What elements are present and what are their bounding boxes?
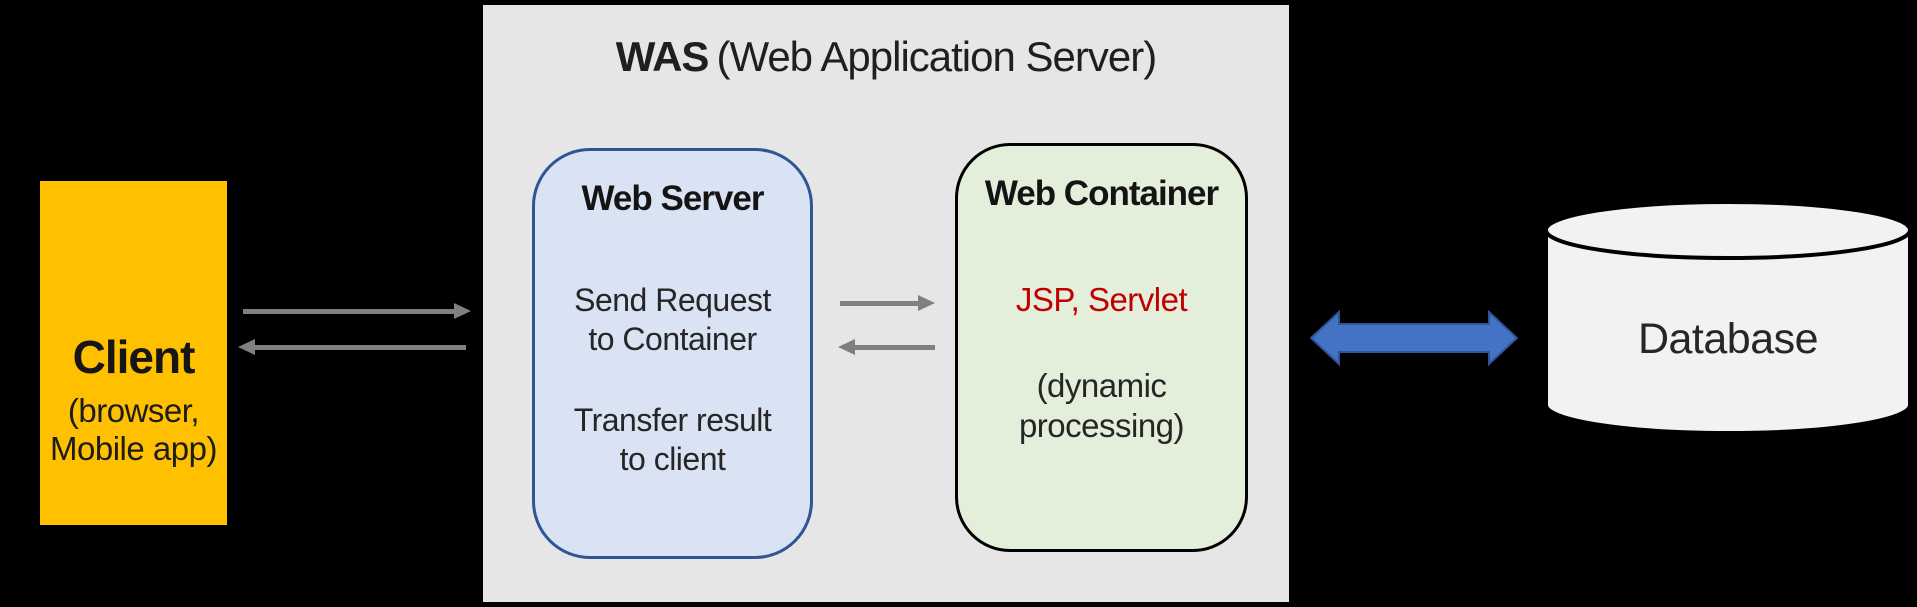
client-subtitle-line2: Mobile app) [50,430,217,468]
arrow-webserver-to-container [840,295,935,312]
arrow-head-left-icon [238,339,255,355]
arrow-shaft [243,309,456,314]
database-label: Database [1637,315,1819,363]
web-container-note: (dynamic processing) [958,366,1245,447]
web-server-node: Web Server Send Request to Container Tra… [532,148,813,559]
arrow-was-database-bidirectional-icon [1310,310,1518,366]
client-node: Client (browser, Mobile app) [40,181,227,525]
web-server-function-1-line2: to Container [588,320,757,357]
arrow-shaft [253,345,466,350]
web-server-function-1: Send Request to Container [535,281,810,359]
web-container-note-line1: (dynamic [1036,367,1167,404]
arrow-shaft [853,345,935,350]
web-server-function-2-line1: Transfer result [573,401,772,438]
arrow-head-right-icon [918,295,935,311]
web-container-technologies: JSP, Servlet [1015,280,1188,318]
arrow-shaft [840,301,920,306]
was-panel: WAS(Web Application Server) Web Server S… [483,5,1289,602]
client-subtitle: (browser, Mobile app) [50,392,217,469]
web-server-function-2-line2: to client [619,440,726,477]
database-cylinder-icon [1544,200,1912,435]
arrow-head-left-icon [838,339,855,355]
web-server-label: Web Server [581,179,765,218]
double-arrow-shape [1310,310,1518,366]
web-server-function-2: Transfer result to client [535,401,810,479]
arrow-head-right-icon [454,303,471,319]
web-container-note-line2: processing) [1018,407,1185,445]
client-subtitle-line1: (browser, [67,391,200,429]
was-title: WAS(Web Application Server) [483,33,1289,81]
arrow-container-to-webserver [838,339,935,356]
client-label: Client [72,330,196,383]
was-title-expansion: (Web Application Server) [716,33,1157,80]
was-title-acronym: WAS [615,33,710,80]
arrow-webserver-to-client [238,339,466,356]
cylinder-top [1544,200,1912,260]
web-server-function-1-line1: Send Request [574,281,771,318]
web-container-label: Web Container [984,174,1219,213]
cylinder-body [1544,230,1912,435]
arrow-client-to-webserver [243,303,471,320]
web-container-node: Web Container JSP, Servlet (dynamic proc… [955,143,1248,552]
